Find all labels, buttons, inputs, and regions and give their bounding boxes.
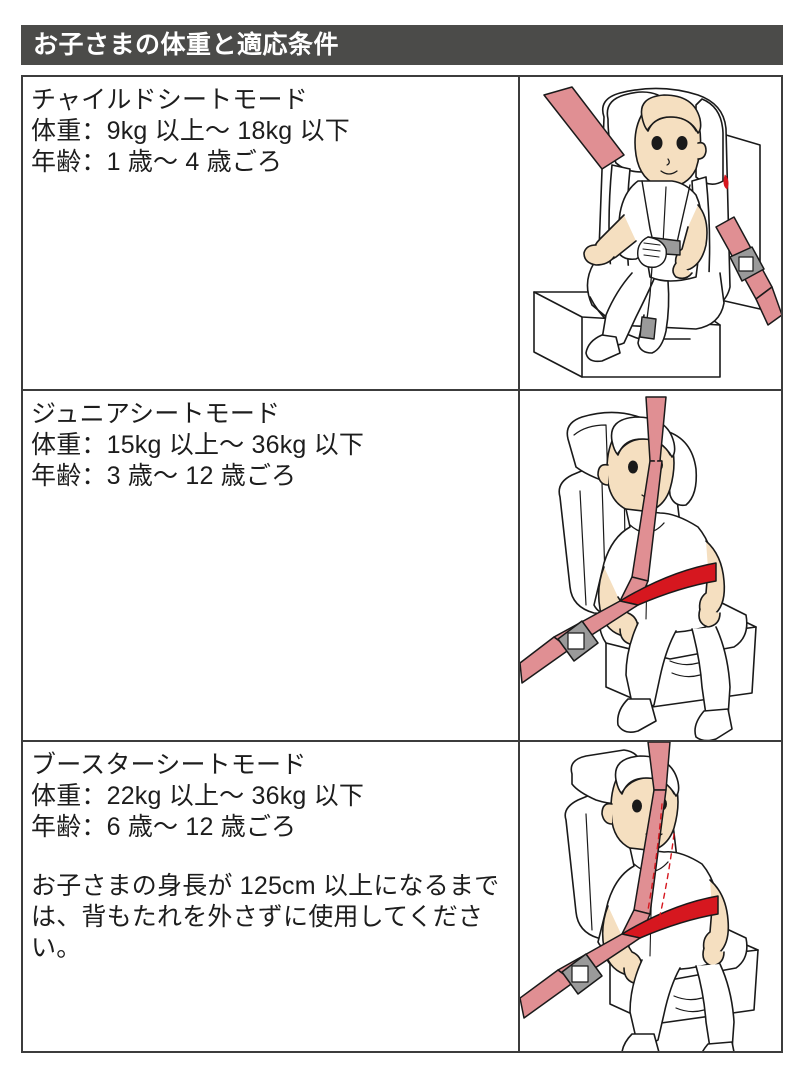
row-3-text-cell: ブースターシートモード 体重：22kg 以上〜 36kg 以下 年齢：6 歳〜 … <box>23 742 518 1051</box>
table-row: チャイルドシートモード 体重：9kg 以上〜 18kg 以下 年齢：1 歳〜 4… <box>23 77 781 389</box>
age-range: 年齢：1 歳〜 4 歳ごろ <box>31 148 283 176</box>
mode-name: ブースターシートモード <box>31 751 307 779</box>
junior-seat-mode-illustration <box>520 391 781 740</box>
page-title: お子さまの体重と適応条件 <box>33 30 340 59</box>
booster-seat-mode-illustration <box>520 742 781 1051</box>
mode-name: ジュニアシートモード <box>31 400 281 428</box>
weight-range: 体重：9kg 以上〜 18kg 以下 <box>31 117 350 145</box>
table-row: ブースターシートモード 体重：22kg 以上〜 36kg 以下 年齢：6 歳〜 … <box>23 742 781 1051</box>
row-2-image-cell <box>518 391 781 740</box>
weight-range: 体重：15kg 以上〜 36kg 以下 <box>31 431 365 459</box>
row-1-text-cell: チャイルドシートモード 体重：9kg 以上〜 18kg 以下 年齢：1 歳〜 4… <box>23 77 518 389</box>
age-range: 年齢：6 歳〜 12 歳ごろ <box>31 813 297 841</box>
table-row: ジュニアシートモード 体重：15kg 以上〜 36kg 以下 年齢：3 歳〜 1… <box>23 389 781 742</box>
mode-name: チャイルドシートモード <box>31 86 308 114</box>
child-weight-conditions-table: チャイルドシートモード 体重：9kg 以上〜 18kg 以下 年齢：1 歳〜 4… <box>21 75 783 1053</box>
row-1-image-cell <box>518 77 781 389</box>
child-seat-mode-illustration <box>520 77 781 389</box>
row-2-text-cell: ジュニアシートモード 体重：15kg 以上〜 36kg 以下 年齢：3 歳〜 1… <box>23 391 518 740</box>
row-3-image-cell <box>518 742 781 1051</box>
height-note: お子さまの身長が 125cm 以上になるまでは、背もたれを外さずに使用してくださ… <box>31 872 500 962</box>
section-header-bar: お子さまの体重と適応条件 <box>21 25 783 65</box>
age-range: 年齢：3 歳〜 12 歳ごろ <box>31 462 297 490</box>
weight-range: 体重：22kg 以上〜 36kg 以下 <box>31 782 365 810</box>
